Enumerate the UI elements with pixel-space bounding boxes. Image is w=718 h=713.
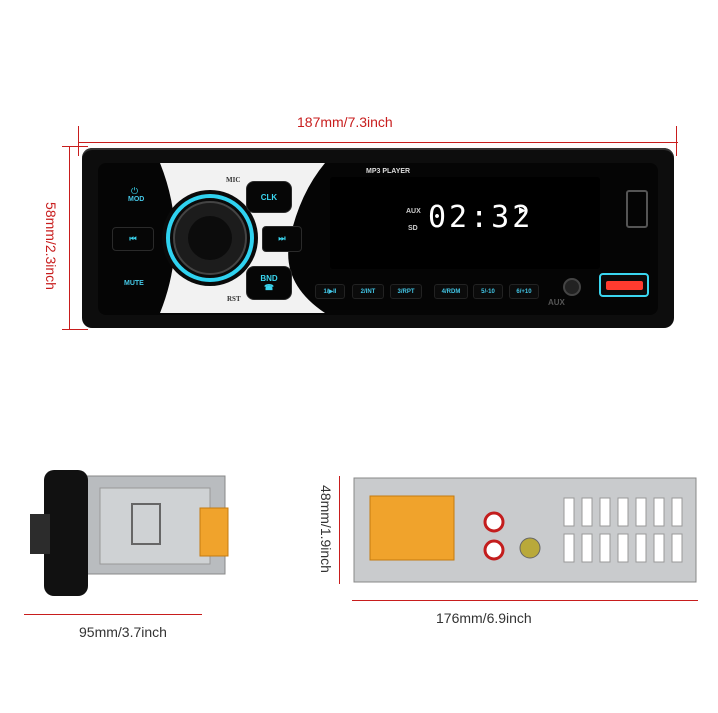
sd-indicator: SD [408,225,418,232]
mute-button[interactable]: MUTE [124,280,144,287]
preset-button-3[interactable]: 3/RPT [390,284,422,299]
height-dimension-line [69,146,70,330]
depth-dimension-line [24,614,202,615]
aux-jack[interactable] [563,278,581,296]
back-height-dimension-label: 48mm/1.9inch [318,485,334,573]
back-height-dimension-line [339,476,340,584]
prev-icon: ⏮ [129,234,137,243]
mode-label: MOD [128,196,145,203]
next-button[interactable]: ⏭ [262,226,302,252]
height-dimension-top-tick [62,146,88,147]
back-view [353,477,697,583]
side-view [30,470,229,596]
depth-dimension-label: 95mm/3.7inch [79,624,167,640]
prev-button[interactable]: ⏮ [112,227,154,251]
back-width-dimension-label: 176mm/6.9inch [436,610,532,626]
preset-button-4[interactable]: 4/RDM [434,284,468,299]
preset-button-6[interactable]: 6/+10 [509,284,539,299]
preset-button-1[interactable]: 1/▶II [315,284,345,299]
clk-label: CLK [260,192,278,202]
height-dimension-bottom-tick [62,329,88,330]
sd-card-slot[interactable] [626,190,648,228]
preset-button-2[interactable]: 2/INT [352,284,384,299]
phone-icon: ☎ [264,283,274,292]
width-dimension-label: 187mm/7.3inch [297,114,393,130]
width-dimension-right-tick [676,126,677,156]
back-width-dimension-line [352,600,698,601]
height-dimension-label: 58mm/2.3inch [43,202,59,290]
rst-label: RST [227,295,241,303]
usb-slot [606,281,643,290]
preset-button-5[interactable]: 5/-10 [473,284,503,299]
width-dimension-left-tick [78,126,79,156]
width-dimension-line [78,142,678,143]
clock-readout: 02:32 [428,200,534,235]
usb-port[interactable] [599,273,649,297]
aux-indicator: AUX [406,208,421,215]
mode-button[interactable]: ⏻ MOD [120,186,154,206]
bnd-label: BND [260,274,278,283]
power-icon: ⏻ [131,186,139,196]
clk-button[interactable]: CLK [246,181,292,213]
brand-label: MP3 PLAYER [366,168,411,175]
aux-jack-label: AUX [548,298,565,307]
bnd-button[interactable]: BND ☎ [246,266,292,300]
lcd-display [330,177,600,269]
next-icon: ⏭ [278,234,286,243]
mic-label: MIC [226,176,241,184]
play-indicator-icon: ▶ [519,205,526,215]
